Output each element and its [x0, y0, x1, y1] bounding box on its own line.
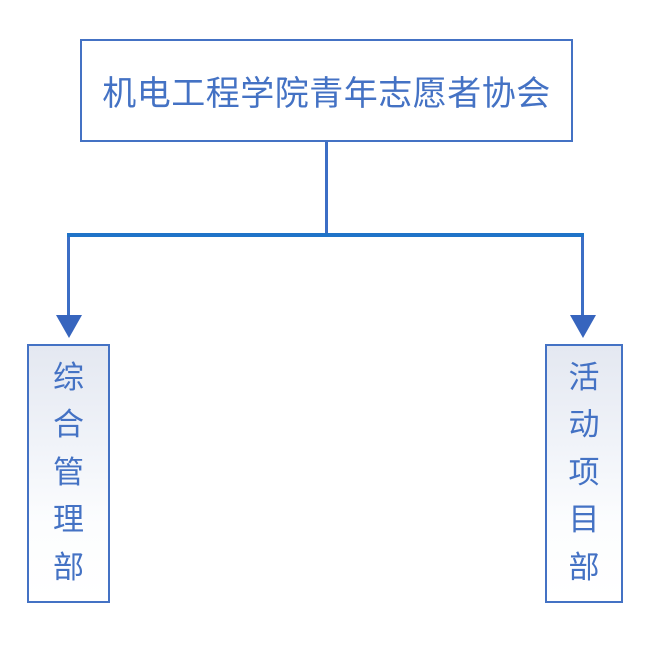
node-association: 机电工程学院青年志愿者协会 [80, 39, 573, 142]
node-char: 活 [568, 359, 600, 396]
node-char: 部 [568, 549, 600, 586]
node-general-management-dept: 综 合 管 理 部 [27, 344, 110, 603]
connector-drop-left [67, 237, 70, 315]
node-char: 项 [568, 454, 600, 491]
node-char: 综 [53, 359, 84, 396]
connector-stem [325, 142, 328, 235]
node-activity-project-dept: 活 动 项 目 部 [545, 344, 623, 603]
connector-branch-line [67, 233, 584, 237]
node-char: 理 [53, 502, 84, 539]
down-arrowhead-left-icon [55, 315, 82, 338]
node-association-label: 机电工程学院青年志愿者协会 [102, 74, 551, 114]
node-char: 合 [53, 407, 84, 444]
node-char: 目 [568, 502, 600, 539]
node-char: 部 [53, 549, 84, 586]
node-char: 管 [53, 454, 84, 491]
down-arrowhead-right-icon [569, 315, 596, 338]
node-char: 动 [568, 407, 600, 444]
connector-drop-right [581, 237, 584, 315]
